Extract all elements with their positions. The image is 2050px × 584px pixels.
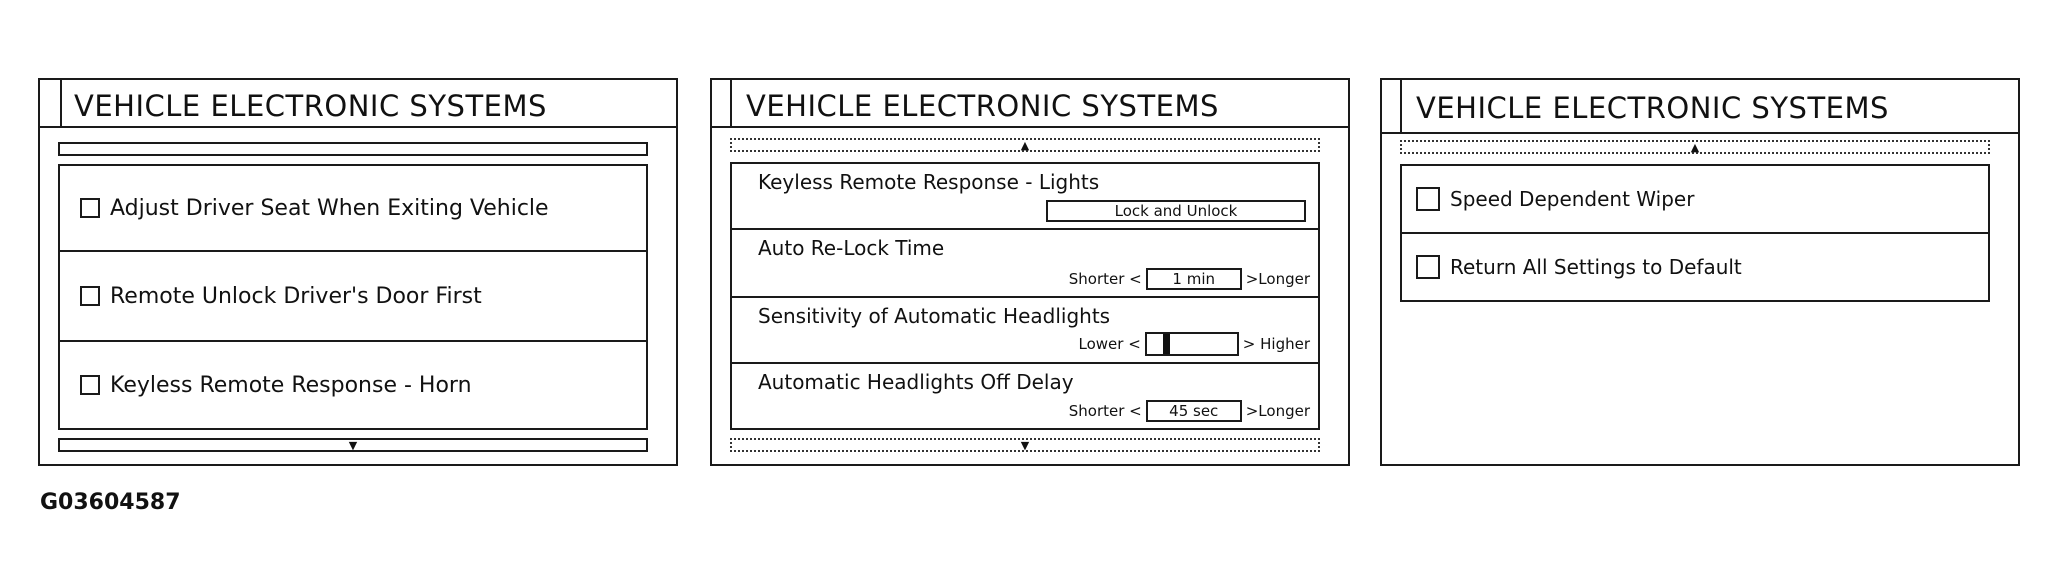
slider-knob[interactable] [1162,334,1170,354]
triangle-down-icon: ▼ [348,439,358,452]
settings-list: Adjust Driver Seat When Exiting Vehicle … [58,164,648,430]
setting-label: Automatic Headlights Off Delay [758,370,1074,394]
setting-control: Shorter < 45 sec >Longer [1069,400,1310,422]
setting-control: Lower < > Higher [1078,332,1310,356]
title-bar: VEHICLE ELECTRONIC SYSTEMS [1382,80,2018,134]
scroll-up-bar[interactable] [58,142,648,156]
checkbox[interactable] [1416,255,1440,279]
setting-control: Shorter < 1 min >Longer [1069,268,1310,290]
settings-screen-2: VEHICLE ELECTRONIC SYSTEMS ▲ Keyless Rem… [710,78,1350,466]
title-divider [1400,80,1402,132]
title-divider [60,80,62,126]
setting-row-relock[interactable]: Auto Re-Lock Time Shorter < 1 min >Longe… [732,230,1318,298]
scroll-up-button[interactable]: ▲ [730,138,1320,152]
settings-screen-3: VEHICLE ELECTRONIC SYSTEMS ▲ Speed Depen… [1380,78,2020,466]
screen-title: VEHICLE ELECTRONIC SYSTEMS [746,89,1219,123]
setting-label: Keyless Remote Response - Lights [758,170,1100,194]
longer-label: >Longer [1245,402,1310,420]
scroll-down-button[interactable]: ▼ [58,438,648,452]
settings-list: Keyless Remote Response - Lights Lock an… [730,162,1320,430]
item-label: Adjust Driver Seat When Exiting Vehicle [110,195,549,221]
list-item[interactable]: Keyless Remote Response - Horn [60,342,646,428]
checkbox[interactable] [80,286,100,306]
setting-label: Sensitivity of Automatic Headlights [758,304,1111,328]
setting-row-headlight-delay[interactable]: Automatic Headlights Off Delay Shorter <… [732,364,1318,428]
title-bar: VEHICLE ELECTRONIC SYSTEMS [40,80,676,128]
longer-label: >Longer [1245,270,1310,288]
triangle-up-icon: ▲ [1020,139,1030,152]
triangle-up-icon: ▲ [1690,141,1700,154]
list-item[interactable]: Speed Dependent Wiper [1402,166,1988,234]
scroll-down-button[interactable]: ▼ [730,438,1320,452]
title-divider [730,80,732,126]
value-selector[interactable]: 1 min [1145,268,1242,290]
item-label: Keyless Remote Response - Horn [110,372,472,398]
setting-row-lights[interactable]: Keyless Remote Response - Lights Lock an… [732,164,1318,230]
scroll-up-button[interactable]: ▲ [1400,140,1990,154]
screen-title: VEHICLE ELECTRONIC SYSTEMS [74,89,547,123]
figure-id: G03604587 [40,490,181,515]
item-label: Speed Dependent Wiper [1450,187,1695,211]
lower-label: Lower < [1078,335,1141,353]
triangle-down-icon: ▼ [1020,439,1030,452]
value-selector[interactable]: 45 sec [1145,400,1242,422]
higher-label: > Higher [1242,335,1310,353]
shorter-label: Shorter < [1068,270,1142,288]
settings-list: Speed Dependent Wiper Return All Setting… [1400,164,1990,302]
setting-label: Auto Re-Lock Time [758,236,945,260]
item-label: Remote Unlock Driver's Door First [110,283,482,309]
list-item[interactable]: Return All Settings to Default [1402,234,1988,300]
checkbox[interactable] [80,198,100,218]
settings-screen-1: VEHICLE ELECTRONIC SYSTEMS Adjust Driver… [38,78,678,466]
value-selector[interactable]: Lock and Unlock [1046,200,1306,222]
checkbox[interactable] [80,375,100,395]
item-label: Return All Settings to Default [1450,255,1742,279]
title-bar: VEHICLE ELECTRONIC SYSTEMS [712,80,1348,128]
list-item[interactable]: Adjust Driver Seat When Exiting Vehicle [60,166,646,252]
list-item[interactable]: Remote Unlock Driver's Door First [60,252,646,342]
setting-control: Lock and Unlock [1042,200,1310,222]
screen-title: VEHICLE ELECTRONIC SYSTEMS [1416,91,1889,125]
sensitivity-slider[interactable] [1144,332,1239,356]
shorter-label: Shorter < [1068,402,1142,420]
checkbox[interactable] [1416,187,1440,211]
setting-row-sensitivity[interactable]: Sensitivity of Automatic Headlights Lowe… [732,298,1318,364]
